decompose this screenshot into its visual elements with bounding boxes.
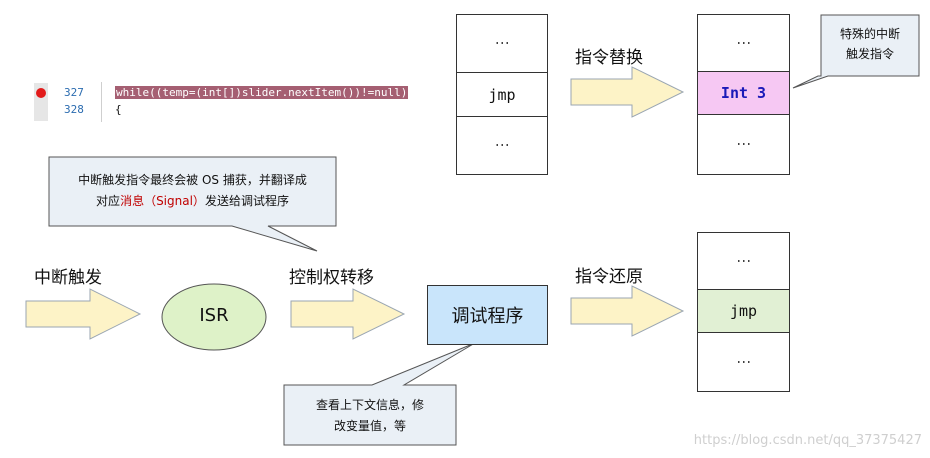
breakpoint-icon[interactable]	[36, 88, 46, 98]
isr-label: ISR	[199, 305, 229, 326]
callout-inspect-line1: 查看上下文信息，修	[315, 398, 424, 412]
callout-os-line2-c: 发送给调试程序	[204, 194, 289, 208]
memory-cell-bottom: ⋮	[698, 115, 789, 174]
callout-special-line1: 特殊的中断	[839, 27, 900, 41]
memory-block-replaced: ⋮ Int 3 ⋮	[697, 14, 790, 175]
callout-inspect-text: 查看上下文信息，修 改变量值，等	[284, 395, 456, 437]
memory-block-restored: ⋮ jmp ⋮	[697, 232, 790, 392]
callout-special-interrupt-text: 特殊的中断 触发指令	[821, 24, 919, 64]
isr-ellipse	[161, 283, 267, 351]
instruction-int3: Int 3	[720, 84, 767, 102]
memory-cell-top: ⋮	[698, 15, 789, 72]
instruction-jmp: jmp	[488, 85, 516, 104]
ellipsis-icon: ⋮	[494, 138, 510, 153]
callout-special-interrupt	[792, 14, 920, 89]
watermark: https://blog.csdn.net/qq_37375427	[693, 433, 922, 448]
line-number-327: 327	[64, 86, 84, 99]
memory-cell-int3: Int 3	[698, 72, 789, 115]
memory-cell-bottom: ⋮	[698, 333, 789, 391]
callout-os-capture	[48, 156, 337, 252]
memory-cell-jmp-restored: jmp	[698, 290, 789, 333]
code-line-brace: {	[115, 103, 122, 116]
ellipsis-icon: ⋮	[735, 354, 752, 370]
arrow-replace	[570, 66, 685, 118]
label-restore: 指令还原	[575, 267, 643, 287]
label-replace: 指令替换	[575, 48, 643, 68]
memory-block-original: ⋮ jmp ⋮	[456, 14, 548, 175]
callout-os-line2: 对应消息（Signal）发送给调试程序	[49, 191, 336, 212]
debugger-label: 调试程序	[451, 306, 524, 327]
code-separator	[101, 82, 102, 122]
callout-inspect	[283, 342, 476, 446]
callout-os-line2-a: 对应	[96, 194, 121, 208]
memory-cell-top: ⋮	[457, 15, 547, 73]
callout-special-line2: 触发指令	[845, 47, 894, 61]
memory-cell-jmp: jmp	[457, 73, 547, 117]
ellipsis-icon: ⋮	[494, 36, 510, 51]
callout-inspect-line2: 改变量值，等	[333, 419, 406, 433]
arrow-interrupt	[25, 288, 142, 340]
arrow-restore	[570, 285, 685, 337]
ellipsis-icon: ⋮	[735, 253, 752, 269]
ellipsis-icon: ⋮	[735, 137, 752, 152]
callout-os-signal: 消息（Signal）	[120, 194, 205, 208]
ellipsis-icon: ⋮	[735, 35, 752, 51]
debugger-box: 调试程序	[427, 285, 548, 345]
code-line-highlighted: while((temp=(int[])slider.nextItem())!=n…	[115, 86, 409, 99]
memory-cell-top: ⋮	[698, 233, 789, 290]
callout-os-line1: 中断触发指令最终会被 OS 捕获，并翻译成	[78, 173, 307, 187]
label-control-transfer: 控制权转移	[289, 268, 374, 288]
line-number-328: 328	[64, 103, 84, 116]
label-interrupt-trigger: 中断触发	[34, 268, 102, 288]
instruction-jmp-restored: jmp	[729, 302, 758, 320]
memory-cell-bottom: ⋮	[457, 117, 547, 174]
arrow-control-transfer	[290, 288, 406, 340]
callout-os-capture-text: 中断触发指令最终会被 OS 捕获，并翻译成 对应消息（Signal）发送给调试程…	[49, 170, 336, 212]
